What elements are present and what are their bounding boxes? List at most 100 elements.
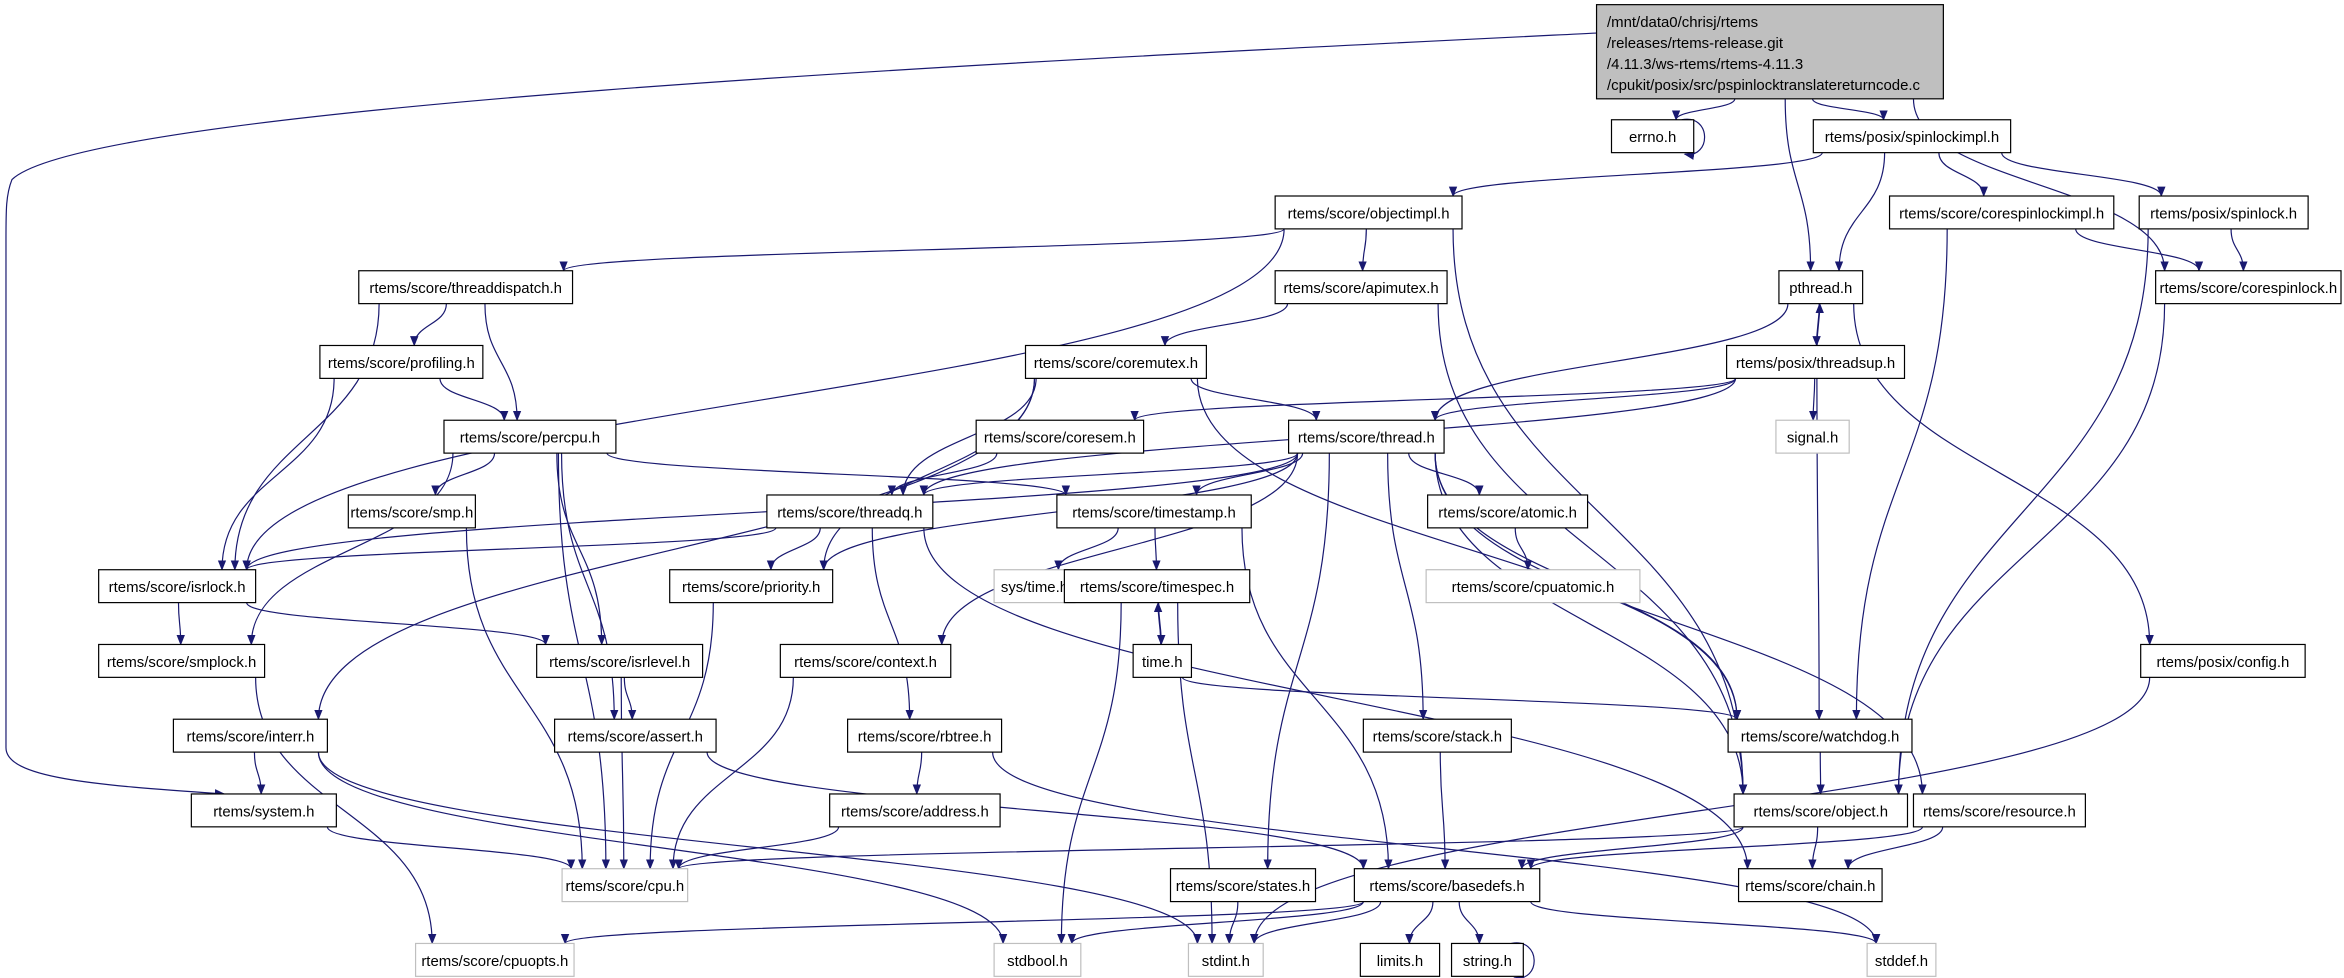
node-label: rtems/score/corespinlockimpl.h — [1899, 205, 2104, 222]
edge-resource-to-basedefs — [1526, 826, 1924, 870]
edge-interr-to-system — [253, 752, 266, 796]
node-rbtree[interactable]: rtems/score/rbtree.h — [847, 718, 1003, 753]
node-address[interactable]: rtems/score/address.h — [829, 793, 1001, 828]
edge-coremutex-to-priority — [819, 378, 1036, 571]
node-apimutex[interactable]: rtems/score/apimutex.h — [1274, 270, 1448, 305]
node-stdint[interactable]: stdint.h — [1187, 942, 1264, 977]
edge-basedefs-to-stddef — [1530, 901, 1881, 945]
node-watchdog[interactable]: rtems/score/watchdog.h — [1727, 718, 1913, 753]
node-label: rtems/score/profiling.h — [328, 355, 475, 372]
node-label: rtems/score/watchdog.h — [1741, 729, 1900, 746]
node-label: errno.h — [1629, 129, 1676, 146]
edge-threadq-to-isrlock — [242, 527, 777, 571]
node-timespec[interactable]: rtems/score/timespec.h — [1063, 569, 1251, 604]
node-label: rtems/score/states.h — [1176, 878, 1310, 895]
node-string[interactable]: string.h — [1450, 942, 1524, 977]
node-label: rtems/score/coresem.h — [984, 430, 1136, 447]
node-label: stdbool.h — [1007, 953, 1068, 970]
node-context[interactable]: rtems/score/context.h — [779, 643, 952, 678]
node-thread[interactable]: rtems/score/thread.h — [1288, 419, 1445, 454]
node-errno[interactable]: errno.h — [1610, 119, 1695, 154]
node-spinlockimpl[interactable]: rtems/posix/spinlockimpl.h — [1812, 119, 2012, 154]
node-box — [358, 270, 574, 305]
edge-spinlockimpl-to-pthread — [1834, 152, 1886, 272]
node-label: rtems/score/thread.h — [1298, 430, 1435, 447]
node-percpu[interactable]: rtems/score/percpu.h — [443, 419, 617, 454]
node-priority[interactable]: rtems/score/priority.h — [669, 569, 834, 604]
node-label: rtems/score/percpu.h — [460, 430, 600, 447]
node-box — [1187, 942, 1264, 977]
node-stack[interactable]: rtems/score/stack.h — [1362, 718, 1512, 753]
node-cpu[interactable]: rtems/score/cpu.h — [561, 868, 689, 903]
edge-objectimpl-to-apimutex — [1358, 228, 1367, 272]
edge-basedefs-to-limits — [1405, 901, 1434, 945]
node-threadsup[interactable]: rtems/posix/threadsup.h — [1726, 344, 1906, 379]
node-label: rtems/posix/spinlock.h — [2150, 205, 2297, 222]
node-label: rtems/score/basedefs.h — [1369, 878, 1524, 895]
node-box — [1169, 868, 1317, 903]
node-system[interactable]: rtems/system.h — [190, 793, 337, 828]
node-smplock[interactable]: rtems/score/smplock.h — [98, 643, 266, 678]
node-smp[interactable]: rtems/score/smp.h — [347, 494, 476, 529]
node-label: pthread.h — [1789, 280, 1852, 297]
node-label: signal.h — [1787, 430, 1839, 447]
node-box — [1274, 195, 1463, 230]
node-box — [1450, 942, 1524, 977]
node-corespinlock[interactable]: rtems/score/corespinlock.h — [2155, 270, 2342, 305]
node-signal[interactable]: signal.h — [1775, 419, 1850, 454]
node-resource[interactable]: rtems/score/resource.h — [1912, 793, 2086, 828]
edge-profiling-to-percpu — [439, 378, 509, 422]
node-systime[interactable]: sys/time.h — [993, 569, 1076, 604]
node-time[interactable]: time.h — [1132, 643, 1193, 678]
node-label: rtems/score/address.h — [841, 803, 989, 820]
node-basedefs[interactable]: rtems/score/basedefs.h — [1353, 868, 1541, 903]
edge-coremutex-to-thread — [1190, 378, 1321, 422]
node-box — [847, 718, 1003, 753]
edge-timestamp-to-systime — [1054, 527, 1119, 571]
main-file-path-line: /4.11.3/ws-rtems/rtems-4.11.3 — [1607, 56, 1803, 73]
node-coremutex[interactable]: rtems/score/coremutex.h — [1024, 344, 1207, 379]
node-object[interactable]: rtems/score/object.h — [1733, 793, 1909, 828]
node-box — [1888, 195, 2115, 230]
node-box — [347, 494, 476, 529]
node-config[interactable]: rtems/posix/config.h — [2140, 643, 2306, 678]
node-states[interactable]: rtems/score/states.h — [1169, 868, 1317, 903]
edge-corespinlock-to-object — [1894, 303, 2166, 796]
node-label: rtems/score/assert.h — [568, 729, 703, 746]
node-limits[interactable]: limits.h — [1359, 942, 1441, 977]
node-pthread[interactable]: pthread.h — [1778, 270, 1864, 305]
node-box — [98, 569, 257, 604]
node-box — [443, 419, 617, 454]
node-coresem[interactable]: rtems/score/coresem.h — [975, 419, 1145, 454]
node-threadq[interactable]: rtems/score/threadq.h — [766, 494, 934, 529]
node-box — [1737, 868, 1883, 903]
node-profiling[interactable]: rtems/score/profiling.h — [319, 344, 484, 379]
node-corespinlockimpl[interactable]: rtems/score/corespinlockimpl.h — [1888, 195, 2115, 230]
node-box — [1056, 494, 1252, 529]
node-interr[interactable]: rtems/score/interr.h — [172, 718, 328, 753]
edge-apimutex-to-object — [1437, 303, 1748, 796]
node-box — [1595, 4, 1944, 100]
node-pspinlock[interactable]: rtems/posix/spinlock.h — [2138, 195, 2309, 230]
node-cpuatomic[interactable]: rtems/score/cpuatomic.h — [1425, 569, 1641, 604]
node-objectimpl[interactable]: rtems/score/objectimpl.h — [1274, 195, 1463, 230]
node-assert[interactable]: rtems/score/assert.h — [554, 718, 717, 753]
edge-threadsup-to-coresem — [1130, 377, 1737, 422]
node-isrlevel[interactable]: rtems/score/isrlevel.h — [536, 643, 704, 678]
node-stddef[interactable]: stddef.h — [1866, 942, 1937, 977]
node-main[interactable]: /mnt/data0/chrisj/rtems/releases/rtems-r… — [1595, 4, 1944, 100]
node-atomic[interactable]: rtems/score/atomic.h — [1427, 494, 1589, 529]
node-threaddispatch[interactable]: rtems/score/threaddispatch.h — [358, 270, 574, 305]
edge-states-to-stdint — [1225, 901, 1239, 945]
node-isrlock[interactable]: rtems/score/isrlock.h — [98, 569, 257, 604]
node-cpuopts[interactable]: rtems/score/cpuopts.h — [414, 942, 575, 977]
edge-main-to-system — [5, 32, 1597, 798]
node-timestamp[interactable]: rtems/score/timestamp.h — [1056, 494, 1252, 529]
node-box — [669, 569, 834, 604]
node-box — [1024, 344, 1207, 379]
edge-assert-to-basedefs — [706, 752, 1368, 870]
node-chain[interactable]: rtems/score/chain.h — [1737, 868, 1883, 903]
node-stdbool[interactable]: stdbool.h — [993, 942, 1082, 977]
node-box — [190, 793, 337, 828]
